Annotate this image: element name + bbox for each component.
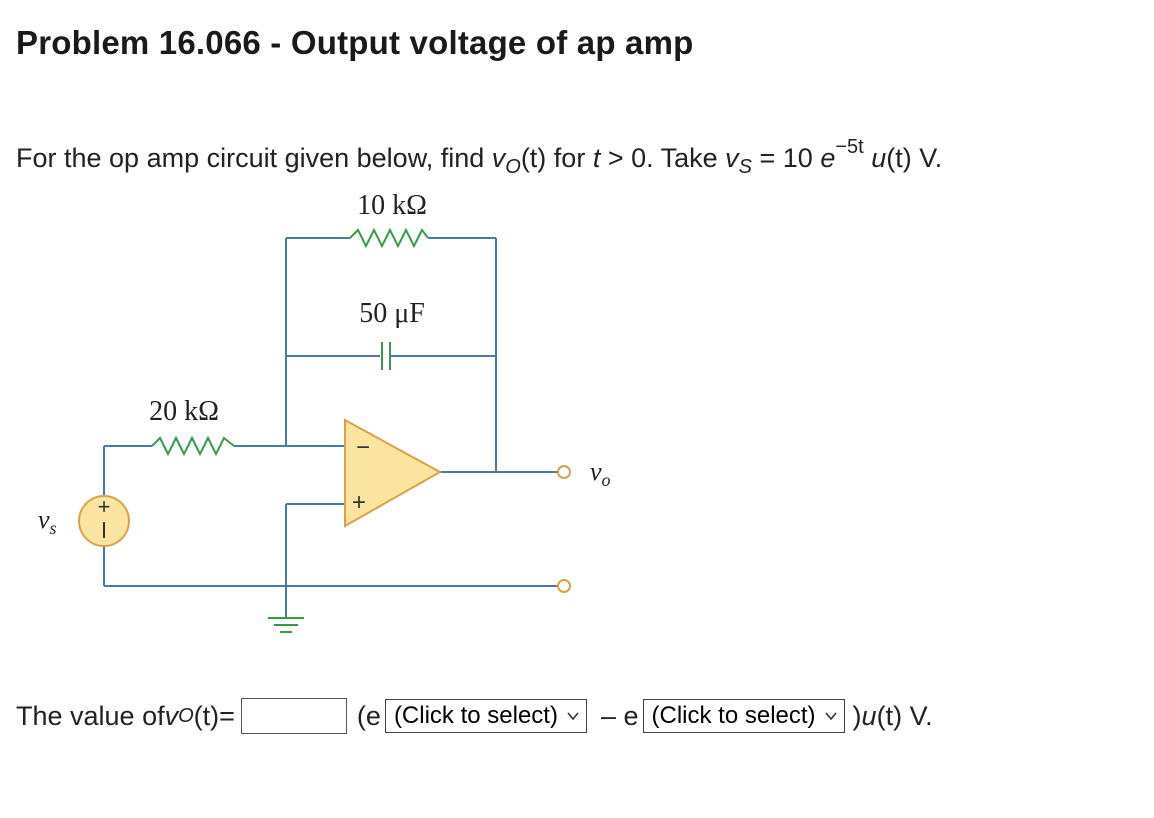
problem-statement: For the op amp circuit given below, find…	[16, 136, 943, 178]
svg-text:+: +	[98, 494, 111, 519]
chevron-down-icon	[567, 712, 579, 721]
svg-text:−: −	[356, 434, 370, 461]
exponent1-select[interactable]: (Click to select)	[384, 699, 587, 733]
svg-text:+: +	[352, 489, 366, 516]
page-title: Problem 16.066 - Output voltage of ap am…	[16, 24, 694, 61]
op-amp: − +	[344, 418, 443, 528]
wires	[103, 237, 558, 618]
resistor-10k	[349, 227, 429, 249]
voltage-source: +	[78, 494, 130, 547]
op-amp-circuit-diagram: 10 kΩ 50 μF 20 kΩ − + + vs vo	[38, 190, 611, 633]
vs-label: vs	[38, 505, 57, 538]
ground-terminal	[557, 579, 571, 593]
capacitor-50uf	[381, 342, 391, 370]
capacitor-label: 50 μF	[359, 298, 425, 329]
output-terminal	[557, 465, 571, 479]
coefficient-input[interactable]	[240, 698, 347, 734]
chevron-down-icon	[824, 712, 837, 721]
exponent2-select[interactable]: (Click to select)	[642, 699, 845, 733]
resistor-10k-label: 10 kΩ	[357, 190, 427, 221]
minus-e-text: – e	[600, 700, 639, 731]
resistor-20k-label: 20 kΩ	[149, 396, 219, 427]
resistor-20k	[151, 435, 235, 457]
ground-symbol	[268, 617, 304, 633]
vo-label: vo	[590, 457, 611, 490]
answer-lead: The value of	[16, 700, 165, 731]
paren-e-text: (e	[356, 700, 381, 731]
